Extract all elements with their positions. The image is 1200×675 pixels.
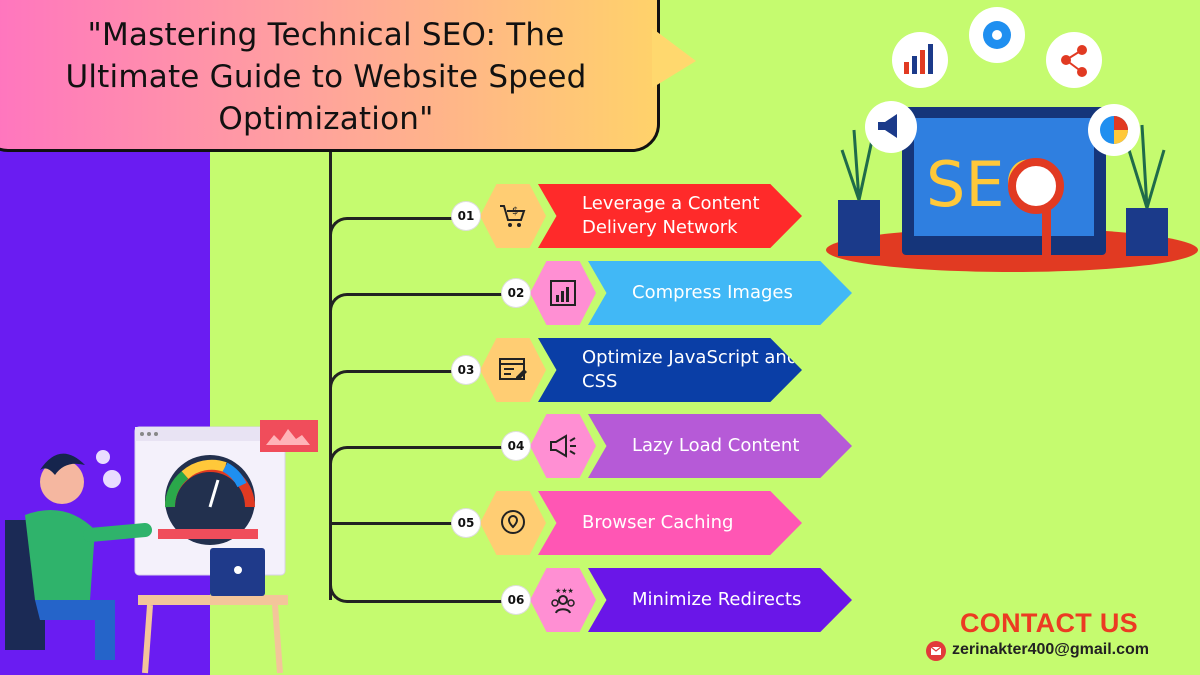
code-edit-icon xyxy=(499,358,527,380)
person-body xyxy=(25,510,95,600)
step-number: 04 xyxy=(502,432,530,460)
timeline-branch xyxy=(329,370,466,393)
step-label: Optimize JavaScript and CSS xyxy=(538,338,802,402)
timeline-branch xyxy=(329,580,516,603)
step-item: Minimize Redirects ★★★ 06 xyxy=(502,568,862,632)
plant-pot-right xyxy=(1126,208,1168,256)
mail-icon xyxy=(926,641,946,661)
step-item: Compress Images 02 xyxy=(502,261,862,325)
timeline-branch xyxy=(329,293,516,316)
gear-icon xyxy=(103,470,121,488)
step-item: Optimize JavaScript and CSS 03 xyxy=(452,338,812,402)
step-label: Lazy Load Content xyxy=(588,414,852,478)
step-item: Leverage a Content Delivery Network $ 01 xyxy=(452,184,812,248)
step-label: Minimize Redirects xyxy=(588,568,852,632)
svg-text:$: $ xyxy=(512,206,518,217)
seo-illustration: SEO xyxy=(826,7,1198,272)
step-number: 06 xyxy=(502,586,530,614)
step-item: Browser Caching 05 xyxy=(452,491,812,555)
person-legs xyxy=(35,600,115,660)
plant-right xyxy=(1127,124,1166,209)
step-number: 03 xyxy=(452,356,480,384)
step-label: Leverage a Content Delivery Network xyxy=(538,184,802,248)
title-banner xyxy=(0,0,660,152)
step-item: Lazy Load Content 04 xyxy=(502,414,862,478)
contact-email[interactable]: zerinakter400@gmail.com xyxy=(952,641,1150,658)
desk xyxy=(138,595,288,605)
bar-chart-icon xyxy=(550,280,576,306)
step-hex: ★★★ xyxy=(530,568,596,632)
magnifier-icon xyxy=(1008,158,1064,214)
person-head xyxy=(40,460,84,504)
timeline-branch xyxy=(329,446,516,469)
step-hex xyxy=(530,414,596,478)
timeline-spine xyxy=(329,152,332,600)
progress-bar xyxy=(158,529,258,539)
plant-pot-left xyxy=(838,200,880,256)
step-hex xyxy=(530,261,596,325)
shopping-cart-dollar-icon: $ xyxy=(500,205,526,227)
step-number: 01 xyxy=(452,202,480,230)
page-title: "Mastering Technical SEO: The Ultimate G… xyxy=(65,17,587,137)
megaphone-icon xyxy=(550,434,576,458)
plant-left xyxy=(840,129,874,201)
timeline-branch xyxy=(329,522,466,525)
contact-title: CONTACT US xyxy=(960,608,1138,638)
step-label: Compress Images xyxy=(588,261,852,325)
step-number: 02 xyxy=(502,279,530,307)
location-chat-icon xyxy=(501,510,525,534)
step-hex xyxy=(480,491,546,555)
svg-text:★★★: ★★★ xyxy=(555,587,574,595)
speed-illustration xyxy=(5,420,318,674)
gear-icon xyxy=(96,450,110,464)
step-number: 05 xyxy=(452,509,480,537)
step-label: Browser Caching xyxy=(538,491,802,555)
timeline-branch xyxy=(329,217,466,240)
team-rating-icon: ★★★ xyxy=(551,587,575,614)
share-icon xyxy=(1046,32,1102,88)
step-hex xyxy=(480,338,546,402)
step-hex: $ xyxy=(480,184,546,248)
monitor-screen xyxy=(914,118,1094,236)
